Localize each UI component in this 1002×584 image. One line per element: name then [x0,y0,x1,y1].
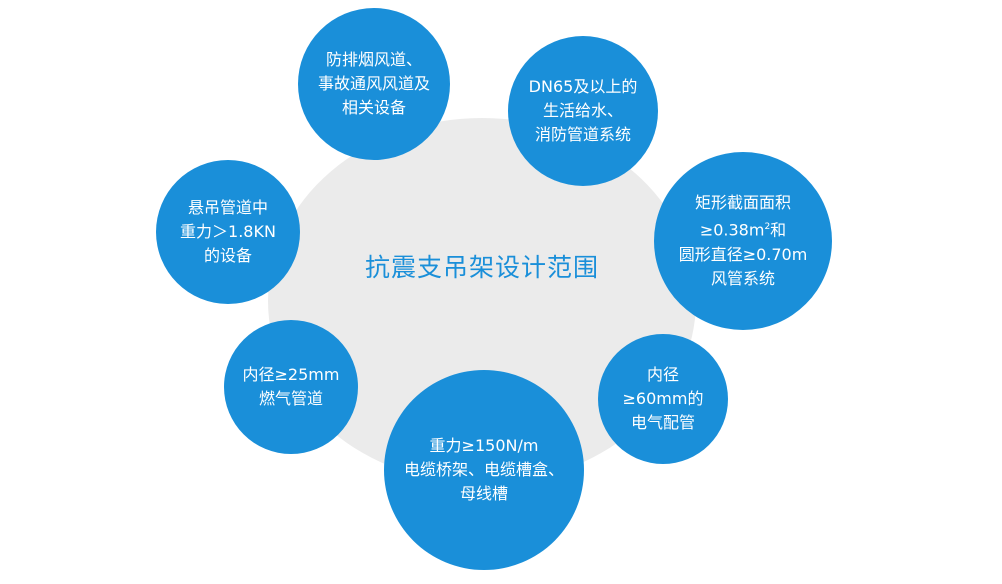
node-line: 电缆桥架、电缆槽盒、 [403,460,564,479]
node-line: 重力≥150N/m [429,436,539,455]
node-suspended-equipment: 悬吊管道中 重力＞1.8KN 的设备 [156,160,300,304]
node-line: 燃气管道 [258,389,323,408]
node-line: 内径 [646,365,679,384]
node-line: 内径≥25mm [242,365,340,384]
diagram-title: 抗震支吊架设计范围 [364,253,599,282]
node-line: 悬吊管道中 [187,198,268,217]
node-line: 防排烟风道、 [325,50,422,69]
node-line: 重力＞1.8KN [180,222,276,241]
node-gas-pipe: 内径≥25mm 燃气管道 [224,320,358,454]
node-electrical-conduit: 内径 ≥60mm的 电气配管 [598,334,728,464]
node-line: 消防管道系统 [534,125,631,144]
node-line: DN65及以上的 [528,77,638,96]
node-line: 相关设备 [341,98,406,117]
node-line: ≥60mm的 [622,389,704,408]
node-cable-tray: 重力≥150N/m 电缆桥架、电缆槽盒、 母线槽 [384,370,584,570]
node-line: 生活给水、 [542,101,623,120]
node-air-duct-system: 矩形截面面积 ≥0.38m2和 圆形直径≥0.70m 风管系统 [654,152,832,330]
node-line: 事故通风风道及 [317,74,430,93]
node-line: 的设备 [203,246,252,265]
node-smoke-exhaust-duct: 防排烟风道、 事故通风风道及 相关设备 [298,8,450,160]
node-line: 风管系统 [710,268,775,288]
node-line: ≥0.38m2和 [699,220,787,240]
node-line: 矩形截面面积 [694,193,791,213]
node-line: 电气配管 [630,413,695,432]
node-dn65-water-pipes: DN65及以上的 生活给水、 消防管道系统 [508,36,658,186]
node-line: 圆形直径≥0.70m [678,244,808,264]
node-line: 母线槽 [459,484,508,503]
